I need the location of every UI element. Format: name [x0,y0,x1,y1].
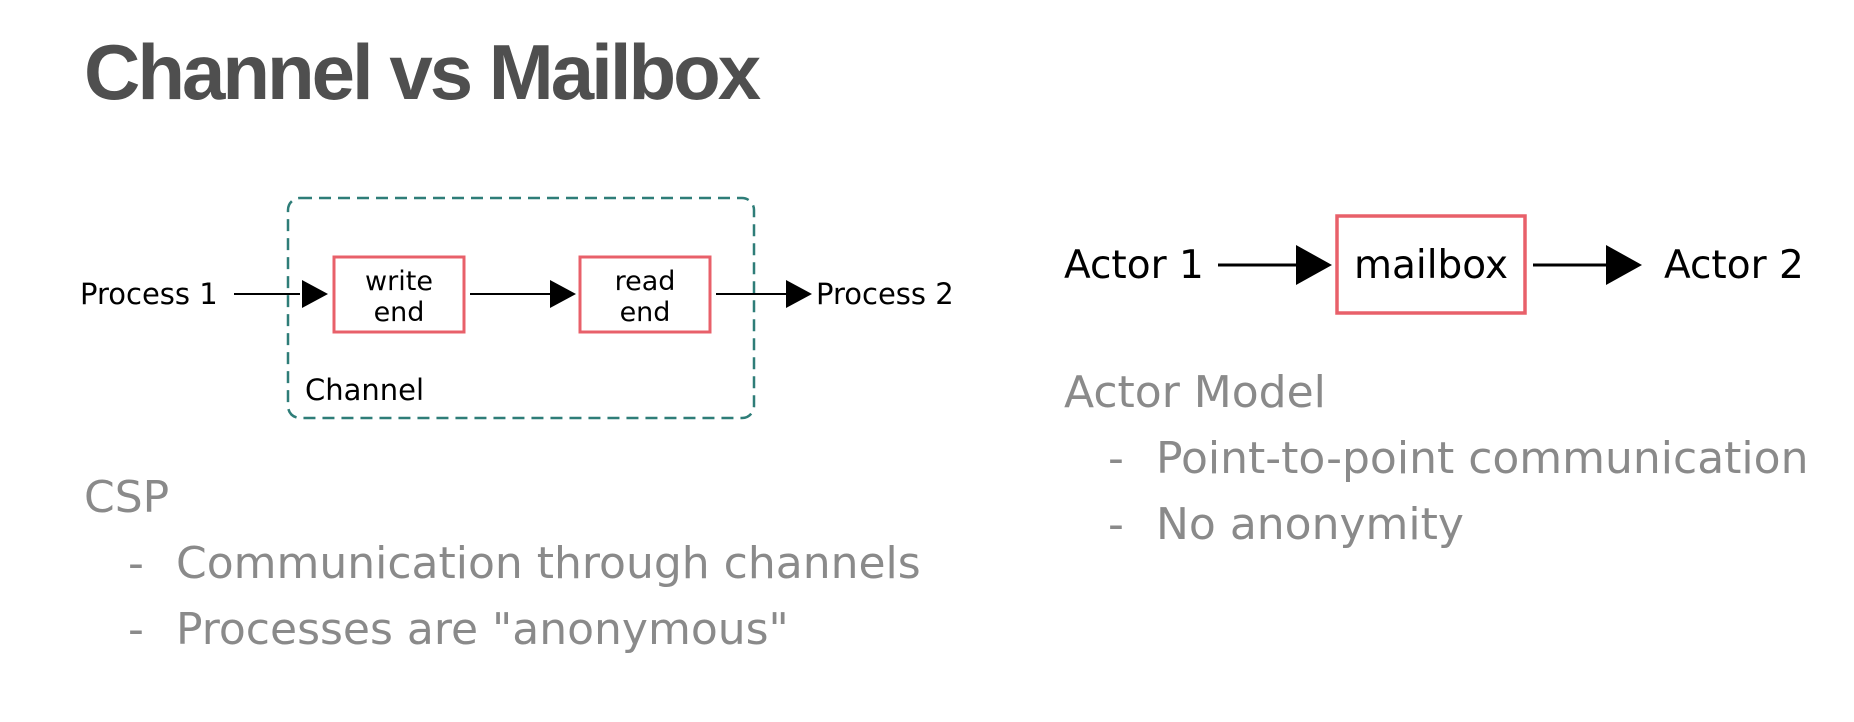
list-item-text: Point-to-point communication [1156,433,1809,484]
bullet-dash: - [1108,433,1124,484]
channel-label: Channel [305,373,424,407]
list-item: - Point-to-point communication [1108,437,1808,481]
write-end-label-line2: end [374,297,425,328]
list-item: - No anonymity [1108,503,1808,547]
process-1-label: Process 1 [80,277,218,311]
process1-to-write-arrowhead [302,280,328,308]
csp-heading: CSP [84,472,170,523]
list-item: - Communication through channels [128,542,921,586]
channel-boundary [286,196,756,420]
actor-model-bullet-list: - Point-to-point communication - No anon… [1064,437,1808,547]
write-end-label-line1: write [365,266,433,297]
actor1-to-mailbox-arrowhead [1296,245,1332,285]
list-item-text: No anonymity [1156,499,1464,550]
actor-1-label: Actor 1 [1064,243,1204,288]
write-end-box [332,255,466,334]
actor-2-label: Actor 2 [1664,243,1804,288]
read-end-label-line1: read [615,266,676,297]
actor-model-section: Actor Model - Point-to-point communicati… [1064,371,1808,569]
bullet-dash: - [1108,499,1124,550]
csp-bullet-list: - Communication through channels - Proce… [84,542,921,652]
write-to-read-arrowhead [550,280,576,308]
mailbox-label: mailbox [1354,243,1508,288]
bullet-dash: - [128,538,144,589]
process-2-label: Process 2 [816,277,954,311]
read-end-label-line2: end [620,297,671,328]
actor-model-heading: Actor Model [1064,367,1326,418]
bullet-dash: - [128,604,144,655]
csp-section: CSP - Communication through channels - P… [84,476,921,674]
mailbox-box [1335,214,1527,315]
list-item-text: Communication through channels [176,538,921,589]
read-end-box [578,255,712,334]
list-item: - Processes are "anonymous" [128,608,921,652]
list-item-text: Processes are "anonymous" [176,604,789,655]
page-title: Channel vs Mailbox [84,28,761,116]
mailbox-to-actor2-arrowhead [1606,245,1642,285]
read-to-process2-arrowhead [786,280,812,308]
